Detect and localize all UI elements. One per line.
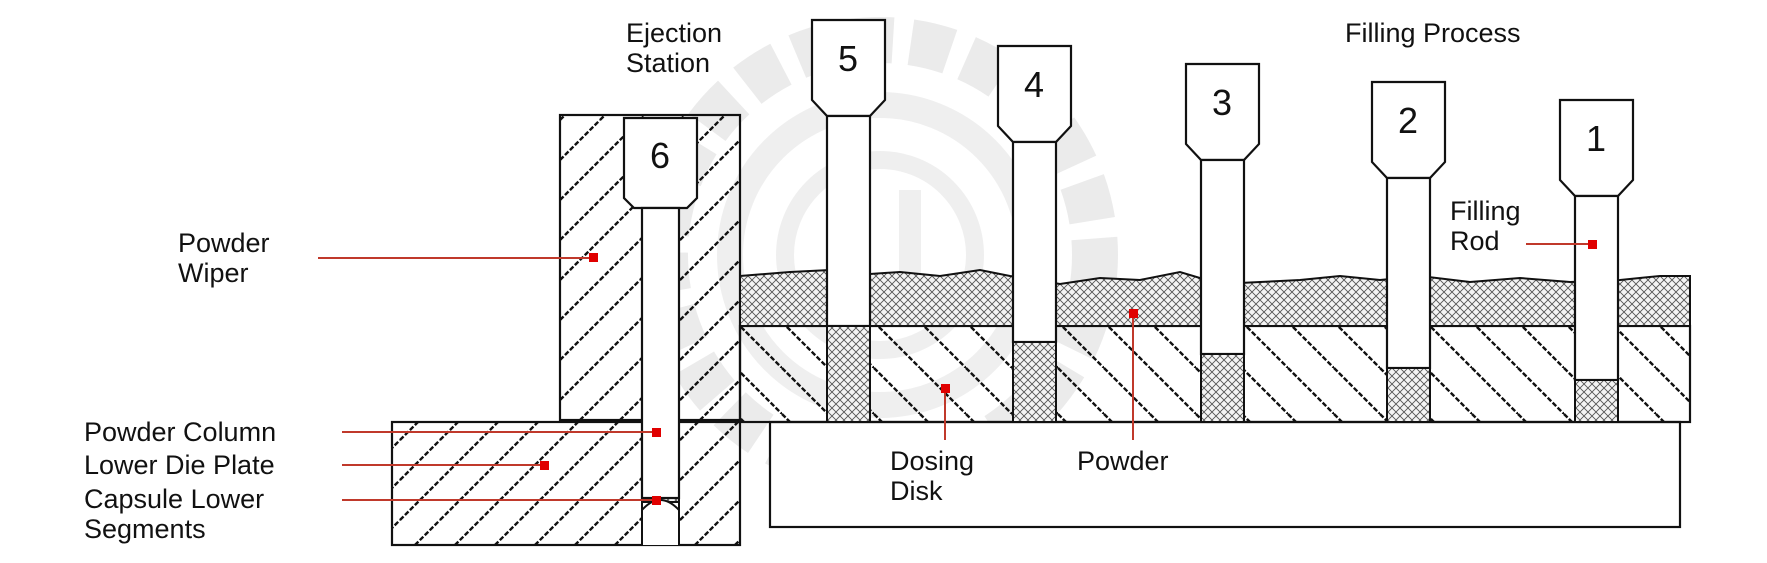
powder-wiper-line-2: Wiper [178, 258, 249, 288]
capsule-lower-segment [641, 499, 680, 545]
rod-6 [622, 116, 699, 500]
leader-markers [540, 240, 1597, 505]
filling-rod-line-2: Rod [1450, 226, 1500, 256]
powder-wiper-label: Powder Wiper [178, 228, 270, 288]
powder-label: Powder [1077, 446, 1169, 476]
station-number-2: 2 [1397, 100, 1419, 141]
rod-3 [1184, 62, 1261, 423]
station-number-6: 6 [649, 135, 671, 176]
powder-column-label: Powder Column [84, 417, 277, 447]
station-number-5: 5 [837, 38, 859, 79]
ejection-station-line-1: Ejection [626, 18, 723, 48]
dosing-disk-line-2: Disk [890, 476, 943, 506]
lower-die-plate-block [390, 420, 742, 547]
dosing-disk-base [768, 420, 1682, 529]
rod-2 [1370, 80, 1447, 423]
lower-die-plate-label: Lower Die Plate [84, 450, 275, 480]
rod-5 [810, 18, 887, 423]
filling-rod-label: Filling Rod [1450, 196, 1521, 256]
station-number-3: 3 [1211, 82, 1233, 123]
dosing-disk-label: Dosing Disk [890, 446, 974, 506]
rod-1 [1558, 98, 1635, 423]
ejection-station-line-2: Station [626, 48, 711, 78]
rod-4 [996, 44, 1073, 423]
station-number-4: 4 [1023, 64, 1045, 105]
capsule-lower-segments-label: Capsule Lower Segments [84, 484, 264, 544]
leader-lines [318, 243, 1592, 501]
filling-rod-line-1: Filling [1450, 196, 1521, 226]
powder-wiper-line-1: Powder [178, 228, 270, 258]
capsule-lower-segments-line-1: Capsule Lower [84, 484, 265, 514]
ejection-station-label: Ejection Station [626, 18, 722, 78]
dosing-disk-line-1: Dosing [890, 446, 975, 476]
station-number-1: 1 [1585, 118, 1607, 159]
page-title: Filling Process [1345, 18, 1521, 48]
capsule-lower-segments-line-2: Segments [84, 514, 206, 544]
